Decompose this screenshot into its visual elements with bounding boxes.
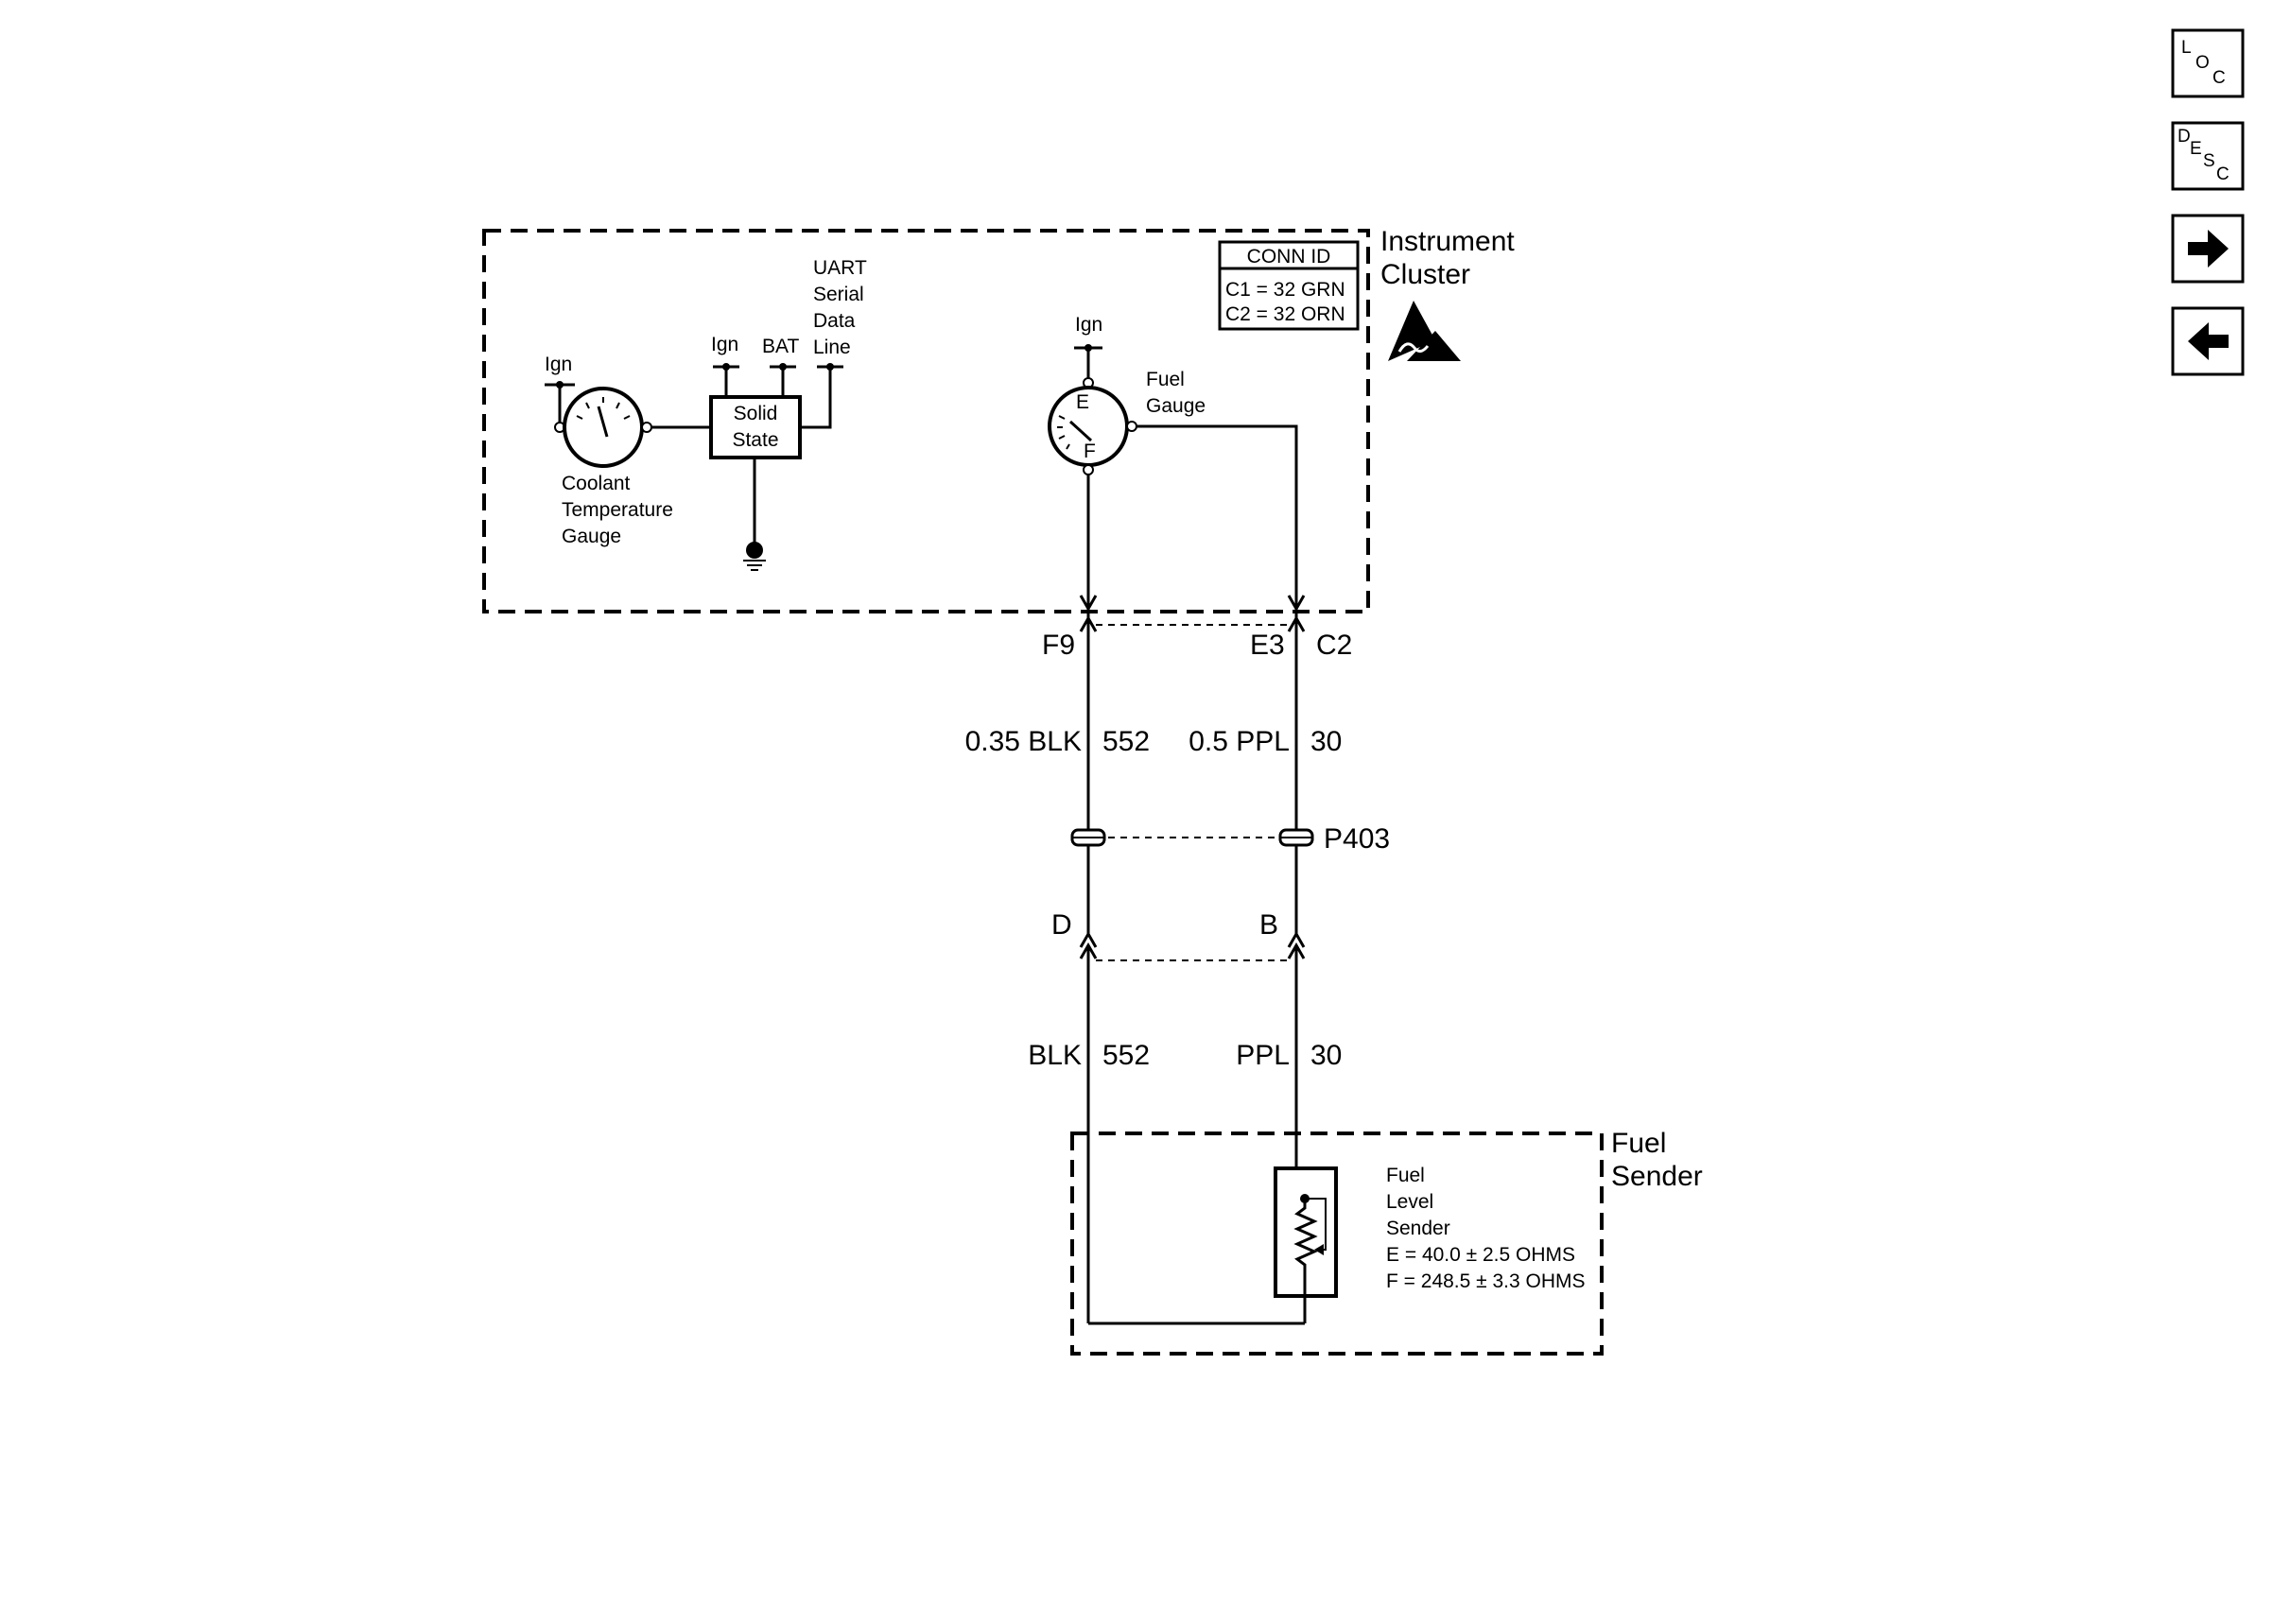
- loc-button[interactable]: L O C: [2171, 28, 2245, 98]
- connector-c2-terminals: [1079, 595, 1306, 632]
- fuel-gauge-dial-icon: [1057, 415, 1093, 450]
- wire-552-lower-color: BLK: [1028, 1040, 1082, 1071]
- uart-label-line2: Serial: [813, 284, 864, 305]
- ground-icon: [743, 542, 766, 571]
- desc-letter-e: E: [2190, 139, 2202, 159]
- coolant-gauge-dial-icon: [576, 397, 631, 438]
- desc-button[interactable]: D E S C: [2171, 121, 2245, 191]
- wire-30-upper: [1136, 424, 1298, 821]
- instrument-cluster-title-line2: Cluster: [1380, 259, 1470, 290]
- fuel-level-sender-label-line2: Level: [1386, 1191, 1433, 1213]
- fuel-gauge: Ign E F Fuel Gauge: [1048, 314, 1206, 475]
- connector-p403-terminals: [1079, 930, 1306, 959]
- coolant-temperature-gauge: Ign Coolant Temperature Gauge: [545, 354, 673, 547]
- fuel-gauge-full-mark: F: [1084, 441, 1096, 462]
- connector-c2-label: C2: [1316, 630, 1352, 661]
- uart-serial-data-line: UART Serial Data Line: [800, 257, 867, 429]
- desc-letter-d: D: [2178, 127, 2191, 147]
- desc-letter-s: S: [2203, 151, 2215, 171]
- fuel-level-sender-spec-empty: E = 40.0 ± 2.5 OHMS: [1386, 1244, 1575, 1266]
- fuel-sender-title-line1: Fuel: [1611, 1128, 1666, 1159]
- wire-552-lower-circuit: 552: [1102, 1040, 1150, 1071]
- variable-resistor-icon: [1293, 1199, 1318, 1323]
- fuel-sender-title-line2: Sender: [1611, 1161, 1703, 1192]
- coolant-gauge-label-line1: Coolant: [562, 473, 631, 494]
- loc-letter-l: L: [2181, 38, 2192, 58]
- fuel-level-sender: Fuel Level Sender E = 40.0 ± 2.5 OHMS F …: [1274, 1165, 1586, 1323]
- next-button[interactable]: [2171, 214, 2245, 284]
- prev-button[interactable]: [2171, 306, 2245, 376]
- wire-30-upper-circuit: 30: [1310, 726, 1342, 757]
- inline-connector-p403: [1070, 821, 1314, 936]
- loc-letter-o: O: [2195, 53, 2210, 73]
- fuel-gauge-label-line2: Gauge: [1146, 395, 1206, 417]
- conn-id-table: CONN ID C1 = 32 GRN C2 = 32 ORN: [1218, 240, 1360, 331]
- solid-state-bat-label: BAT: [762, 336, 799, 357]
- connector-b-label: B: [1259, 909, 1278, 941]
- wire-30-lower-color: PPL: [1236, 1040, 1290, 1071]
- fuel-gauge-empty-mark: E: [1076, 391, 1089, 413]
- coolant-gauge-label-line3: Gauge: [562, 526, 621, 547]
- wire-552-upper-color: 0.35 BLK: [965, 726, 1082, 757]
- fuel-level-sender-label-line1: Fuel: [1386, 1165, 1425, 1186]
- solid-state-module: Ign BAT Solid State: [709, 334, 802, 571]
- wire-30-upper-color: 0.5 PPL: [1189, 726, 1290, 757]
- instrument-cluster-title-line1: Instrument: [1380, 226, 1515, 257]
- solid-state-label-line1: Solid: [734, 403, 778, 424]
- uart-label-line1: UART: [813, 257, 867, 279]
- solid-state-ign-label: Ign: [711, 334, 738, 355]
- arrow-left-icon: [2188, 322, 2229, 360]
- fuel-level-sender-label-line3: Sender: [1386, 1218, 1450, 1239]
- instrument-cluster-boundary: [482, 229, 1370, 613]
- fuel-sender-boundary: [1070, 1132, 1604, 1356]
- connector-f9-label: F9: [1042, 630, 1075, 661]
- wire-30-lower-circuit: 30: [1310, 1040, 1342, 1071]
- connector-p403-label: P403: [1324, 823, 1390, 855]
- loc-letter-c: C: [2212, 68, 2226, 88]
- coolant-ign-label: Ign: [545, 354, 572, 375]
- uart-label-line3: Data: [813, 310, 856, 332]
- coolant-gauge-label-line2: Temperature: [562, 499, 673, 521]
- solid-state-label-line2: State: [732, 429, 778, 451]
- esd-sensitive-icon: [1388, 301, 1461, 361]
- connector-d-label: D: [1051, 909, 1072, 941]
- fuel-gauge-label-line1: Fuel: [1146, 369, 1185, 390]
- conn-id-row2: C2 = 32 ORN: [1225, 303, 1345, 325]
- conn-id-row1: C1 = 32 GRN: [1225, 279, 1345, 301]
- fuel-level-sender-spec-full: F = 248.5 ± 3.3 OHMS: [1386, 1270, 1586, 1292]
- uart-label-line4: Line: [813, 337, 851, 358]
- arrow-right-icon: [2188, 230, 2229, 268]
- conn-id-header: CONN ID: [1247, 246, 1331, 268]
- connector-e3-label: E3: [1250, 630, 1285, 661]
- fuel-gauge-ign-label: Ign: [1075, 314, 1102, 336]
- wire-552-upper-circuit: 552: [1102, 726, 1150, 757]
- desc-letter-c: C: [2216, 164, 2230, 184]
